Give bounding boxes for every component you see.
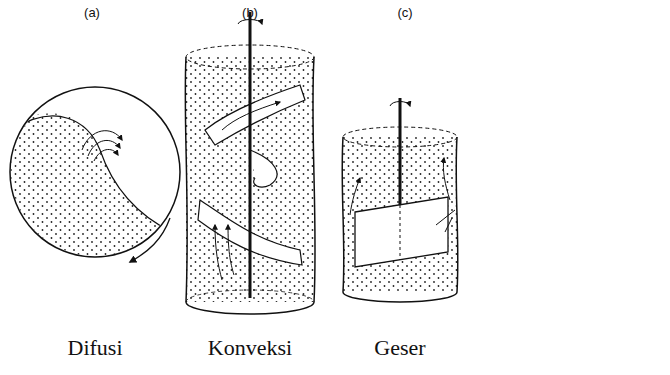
mechanism-caption: Konveksi [208,336,292,360]
mechanism-caption: Geser [374,336,425,360]
panel-letter: (c) [397,6,412,20]
mechanism-caption: Difusi [68,336,123,360]
ribbon-mixer [185,12,315,314]
panel-letter: (a) [84,6,100,20]
drum-mixer [5,87,180,270]
paddle-mixer [342,98,458,302]
panel-letter: (b) [242,6,258,20]
